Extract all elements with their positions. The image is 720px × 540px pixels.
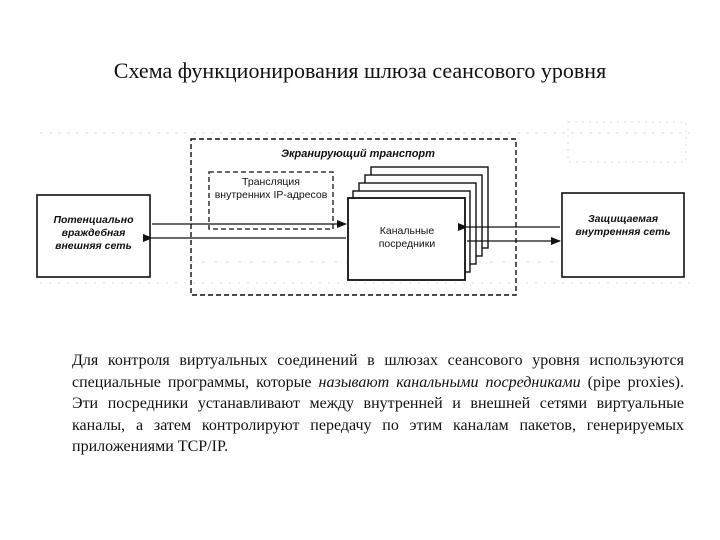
description-paragraph: Для контроля виртуальных соединений в шл… <box>72 350 684 458</box>
paragraph-italic: называют канальными посредниками <box>318 373 581 391</box>
translation-label: Трансляция внутренних IP-адресов <box>214 176 328 201</box>
internal-network-label: Защищаемая внутренняя сеть <box>575 213 671 238</box>
channel-proxies-label: Канальные посредники <box>378 225 436 250</box>
external-network-label: Потенциально враждебная внешняя сеть <box>53 214 134 252</box>
proxy-stack <box>347 166 489 281</box>
translation-box <box>208 171 334 230</box>
screening-transport-box <box>190 138 517 296</box>
paragraph-part2: (pipe proxies). Эти посредники устанавли… <box>72 373 685 456</box>
screening-transport-label: Экранирующий транспорт <box>281 148 435 160</box>
external-network-box <box>36 194 151 278</box>
background-artifacts <box>40 121 690 284</box>
paragraph-part1: Для контроля виртуальных соединений в шл… <box>72 352 684 391</box>
slide-title: Схема функционирования шлюза сеансового … <box>113 58 607 83</box>
internal-network-box <box>561 192 685 278</box>
